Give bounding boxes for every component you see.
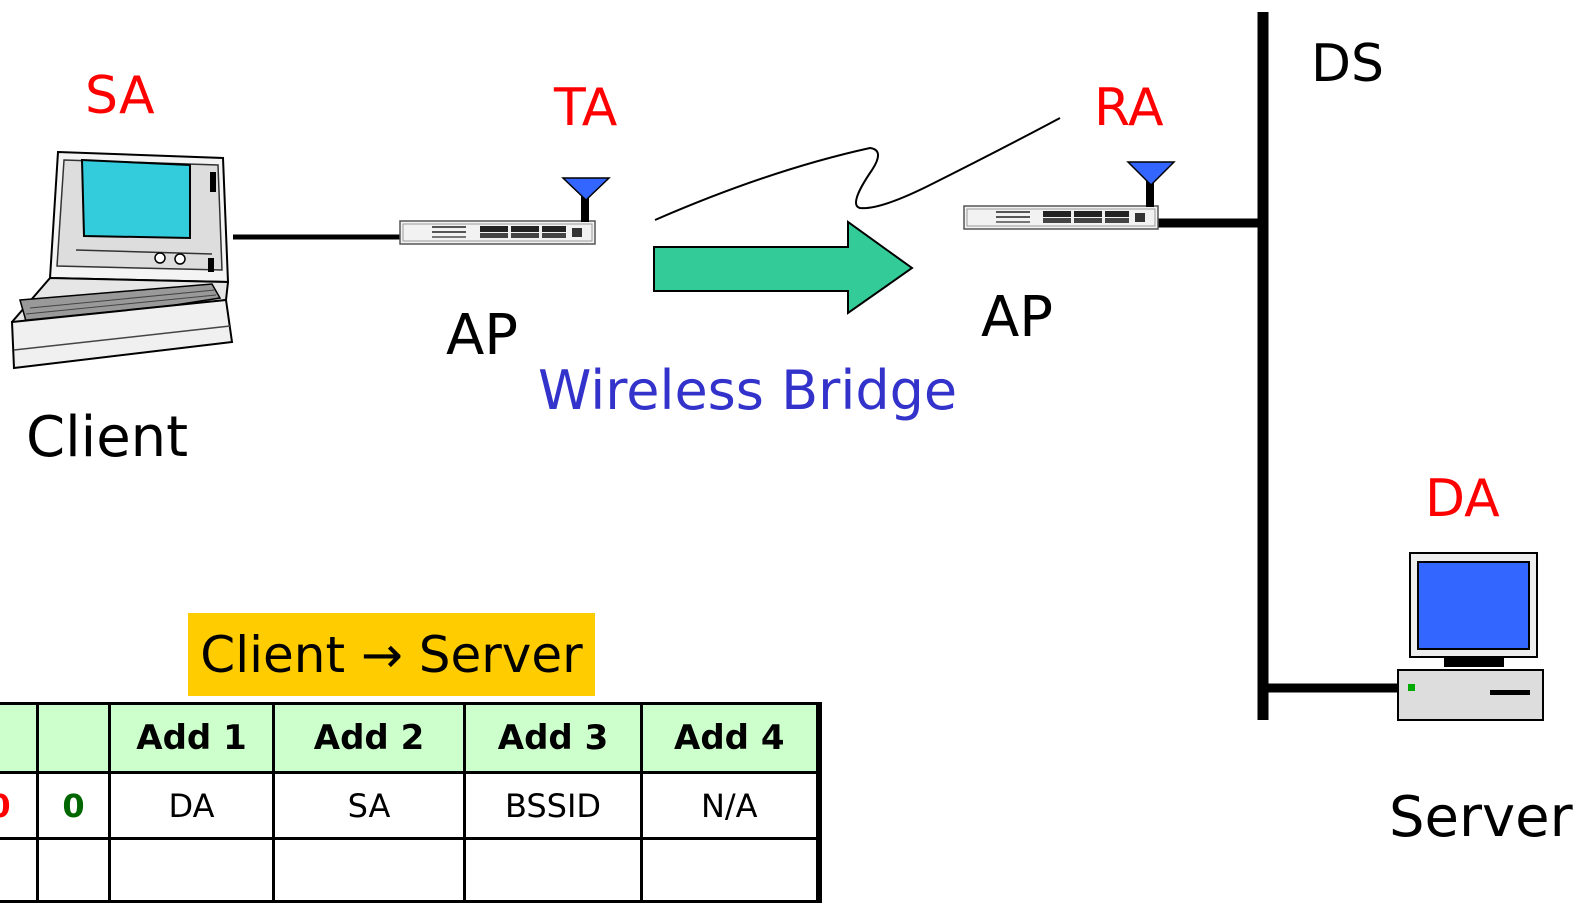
- laptop-icon: [10, 150, 234, 370]
- desktop-computer-icon: [1397, 552, 1544, 721]
- table-cell: [272, 837, 466, 903]
- table-header-row: Add 1 Add 2 Add 3 Add 4: [0, 702, 820, 774]
- from-ds-header-cell: [36, 702, 111, 774]
- access-point-right-label: AP: [981, 285, 1054, 350]
- distribution-system-label: DS: [1311, 34, 1385, 94]
- receiver-address-label: RA: [1094, 78, 1164, 138]
- table-row: [0, 837, 820, 903]
- access-point-icon: [399, 177, 611, 245]
- access-point-icon: [963, 161, 1176, 230]
- source-address-label: SA: [85, 66, 155, 126]
- access-point-left-label: AP: [446, 303, 519, 368]
- to-ds-bit-cell: 0: [0, 771, 39, 840]
- wireless-bridge-label: Wireless Bridge: [538, 359, 958, 422]
- table-cell: SA: [272, 771, 466, 840]
- direction-banner-text: Client → Server: [200, 625, 583, 684]
- to-ds-header-cell: [0, 702, 39, 774]
- address-field-table: Add 1 Add 2 Add 3 Add 4 0 0 DA SA BSSID …: [0, 702, 822, 903]
- table-row: 0 0 DA SA BSSID N/A: [0, 771, 820, 840]
- from-ds-bit-cell: 0: [36, 771, 111, 840]
- table-header-cell: Add 4: [640, 702, 820, 774]
- table-header-cell: Add 1: [108, 702, 275, 774]
- table-cell: [108, 837, 275, 903]
- network-diagram: [10, 12, 1544, 721]
- client-label: Client: [26, 405, 189, 470]
- table-cell: DA: [108, 771, 275, 840]
- table-header-cell: Add 3: [463, 702, 643, 774]
- destination-address-label: DA: [1425, 469, 1500, 529]
- right-arrow-icon: [653, 220, 914, 315]
- table-cell: [0, 837, 39, 903]
- table-header-cell: Add 2: [272, 702, 466, 774]
- wireless-link-line: [654, 117, 1061, 221]
- direction-banner: Client → Server: [188, 613, 595, 696]
- transmitter-address-label: TA: [554, 78, 618, 138]
- table-cell: [640, 837, 820, 903]
- table-cell: BSSID: [463, 771, 643, 840]
- table-cell: N/A: [640, 771, 820, 840]
- table-cell: [36, 837, 111, 903]
- server-label: Server: [1389, 785, 1573, 850]
- table-cell: [463, 837, 643, 903]
